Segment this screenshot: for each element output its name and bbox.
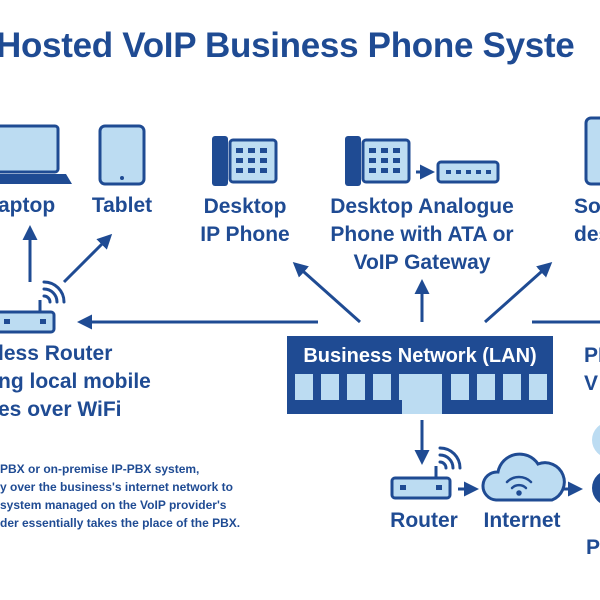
label-business-network: Business Network (LAN) — [303, 345, 537, 367]
label-desktop-ip-phone: Desktop IP Phone — [200, 195, 290, 246]
wireless-router-icon — [0, 300, 56, 334]
arrow-router-tablet — [62, 233, 113, 284]
label-laptop: aptop — [0, 194, 56, 217]
desk-phone-icon — [345, 136, 411, 186]
arrow-lan-softphone — [484, 262, 553, 324]
router-icon — [390, 466, 452, 500]
arrow-lan-ip-phone — [292, 262, 361, 324]
business-network-box — [287, 336, 553, 414]
server-icon — [592, 425, 600, 503]
description-note: PBX or on-premise IP-PBX system, y over … — [0, 462, 241, 530]
label-softphone: So desk — [574, 195, 600, 246]
wifi-signal-icon — [42, 280, 66, 304]
label-wireless-router: less Router ng local mobile es over WiFi — [0, 342, 151, 421]
label-pbx: PI V — [584, 344, 600, 395]
wifi-signal-icon — [438, 446, 462, 470]
softphone-device-icon — [584, 116, 600, 186]
laptop-icon — [0, 124, 72, 184]
label-router: Router — [390, 509, 458, 532]
cloud-icon — [481, 452, 566, 502]
desk-phone-icon — [212, 136, 278, 186]
tablet-icon — [98, 124, 146, 186]
label-tablet: Tablet — [91, 194, 153, 217]
label-internet: Internet — [483, 509, 561, 532]
ata-box-icon — [436, 160, 500, 184]
label-provider: P — [586, 536, 600, 559]
page-title: Hosted VoIP Business Phone Syste — [0, 26, 575, 65]
label-analogue-phone: Desktop Analogue Phone with ATA or VoIP … — [330, 195, 514, 274]
